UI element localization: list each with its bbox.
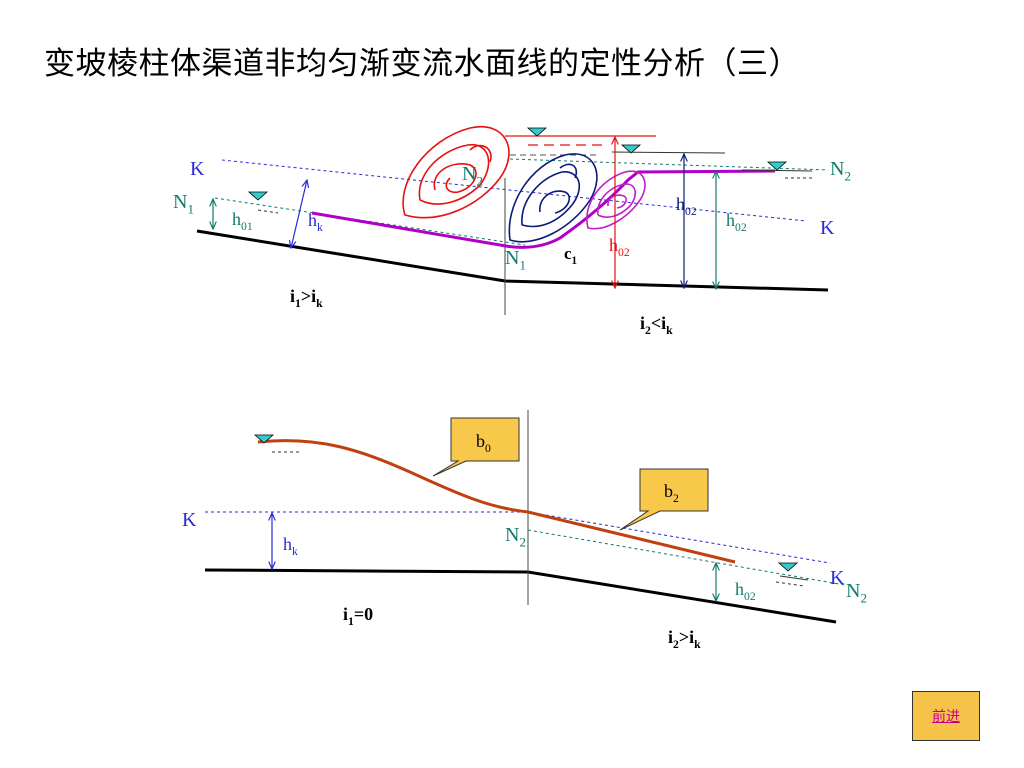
b2-label: b2​: [664, 481, 679, 505]
upper-critical-line: [221, 159, 807, 222]
upper-slope1: i1​>ik​: [290, 286, 323, 310]
lower-slope2: i2​>ik​: [668, 627, 701, 651]
page-title: 变坡棱柱体渠道非均匀渐变流水面线的定性分析（三）: [44, 46, 800, 82]
lower-normal-line-n2: [527, 529, 846, 586]
upper-h01: h01​: [232, 209, 253, 233]
lower-right-surface-dash: [775, 581, 805, 587]
lower-hk: hk​: [283, 534, 298, 558]
lower-h02: h02​: [735, 579, 756, 603]
water-level-icon: [526, 127, 548, 137]
n1-surface-dash: [257, 209, 279, 214]
water-level-icon: [253, 434, 275, 444]
upper-c1: c1​: [564, 244, 577, 267]
lower-critical-line-slope: [527, 511, 831, 564]
magenta-eddy-icon: [586, 170, 646, 230]
upper-h02-navy: h02​: [676, 194, 697, 218]
lower-K-left: K: [182, 509, 197, 531]
upper-water-profile: [311, 169, 776, 249]
upper-N2-top: N2​: [462, 163, 483, 189]
b0-callout: b0​: [432, 417, 520, 477]
water-level-icon: [620, 144, 642, 154]
upper-K-left: K: [190, 158, 205, 180]
lower-N2-right: N2​: [846, 580, 867, 606]
red-eddy-icon: [402, 125, 510, 219]
water-level-icon: [247, 191, 269, 201]
upper-slope2: i2​<ik​: [640, 313, 673, 337]
lower-slope1: i1​=0: [343, 604, 373, 628]
navy-surface-line: [611, 151, 726, 154]
hk-arrow: [291, 180, 307, 248]
upper-N2-right: N2​: [830, 158, 851, 184]
lower-N2-joint: N2​: [505, 524, 526, 550]
lower-K-right: K: [830, 567, 845, 589]
next-button[interactable]: 前进: [912, 691, 980, 741]
upper-hk: hk​: [308, 210, 323, 234]
lower-water-profile: [257, 439, 736, 564]
water-level-icon: [777, 562, 799, 572]
upper-h02-red: h02​: [609, 235, 630, 259]
b2-callout: b2​: [619, 468, 709, 531]
b0-label: b0​: [476, 431, 491, 455]
upper-N1-left: N1​: [173, 191, 194, 217]
next-button-label[interactable]: 前进: [932, 709, 960, 725]
lower-diagram: b0​ b2​ K K N2​ N2​ hk​ h02​ i1​=0 i2​>i…: [182, 410, 867, 651]
upper-h02-teal: h02​: [726, 210, 747, 234]
lower-right-surface-line: [779, 575, 809, 581]
navy-eddy-icon: [508, 153, 598, 243]
upper-K-right: K: [820, 217, 835, 239]
upper-diagram: K K N1​ N2​ N1​ N2​ h01​ hk​ c1​ h02​ h0…: [173, 125, 851, 337]
upper-N1-joint: N1​: [505, 247, 526, 273]
water-level-icon: [766, 161, 788, 171]
